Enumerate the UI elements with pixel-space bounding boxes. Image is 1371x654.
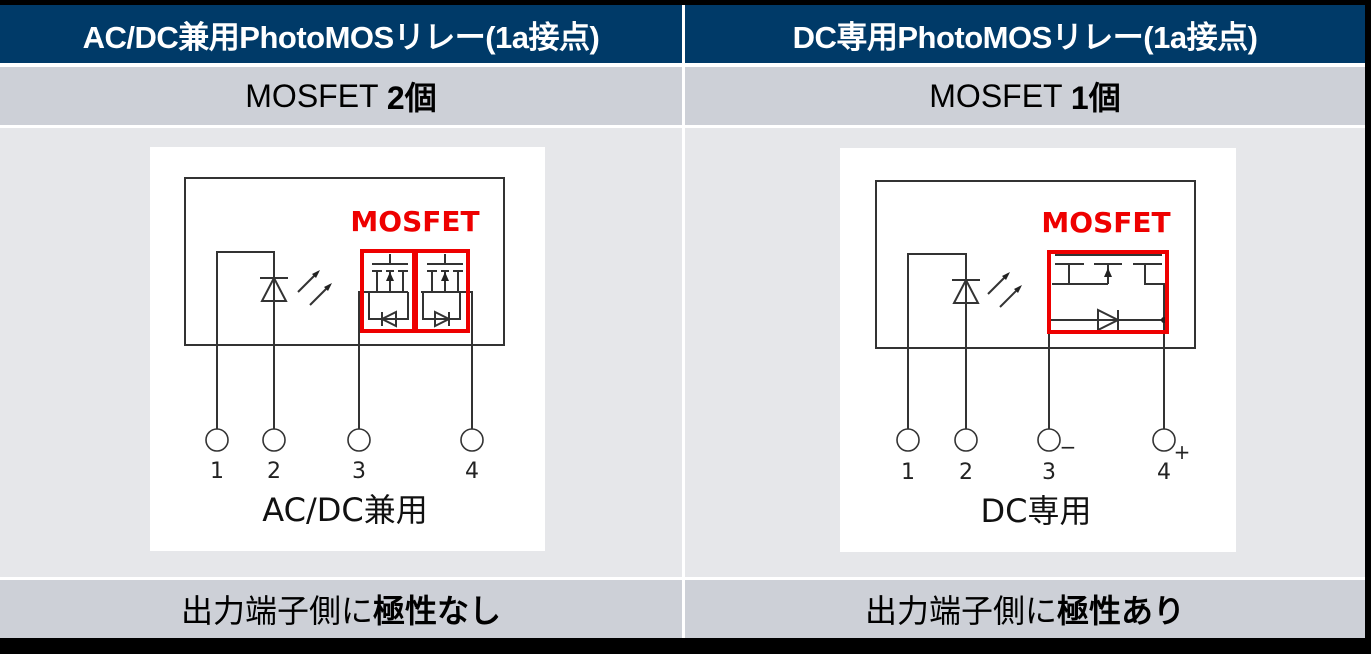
mosfet-highlight-box [1047, 250, 1169, 334]
mosfet-count-value: 1個 [1070, 80, 1121, 116]
pin-1-label: 1 [210, 459, 224, 484]
header-dc-label: DC専用PhotoMOSリレー(1a接点) [792, 19, 1258, 55]
polarity-acdc: 出力端子側に極性なし [0, 580, 682, 638]
pin-3-label: 3 [1042, 460, 1056, 485]
mosfet-count-acdc: MOSFET 2個 [0, 67, 682, 125]
body-diode-icon [379, 310, 397, 328]
led-diode-icon [260, 275, 288, 302]
pin-1-label: 1 [901, 460, 915, 485]
package-outline [875, 180, 1196, 349]
pin-4-label: 4 [1157, 460, 1171, 485]
circuit-diagram-acdc: MOSFET 1 2 3 4 AC/DC兼用 [150, 147, 545, 551]
body-diode-icon [434, 310, 452, 328]
pin-4-label: 4 [465, 459, 479, 484]
mosfet-highlight-box [360, 249, 470, 333]
pin-3-polarity: − [1060, 435, 1077, 459]
polarity-prefix: 出力端子側に [864, 593, 1057, 629]
body-diode-icon [1097, 308, 1121, 332]
diagram-caption: DC専用 [981, 492, 1092, 530]
pin-4-polarity: + [1174, 440, 1191, 464]
circuit-diagram-dc: MOSFET 1 2 3 4 − + DC専用 [840, 148, 1236, 552]
polarity-dc: 出力端子側に極性あり [685, 580, 1365, 638]
header-acdc-label: AC/DC兼用PhotoMOSリレー(1a接点) [82, 19, 600, 55]
mosfet-label: MOSFET [350, 205, 479, 238]
diagram-caption: AC/DC兼用 [262, 491, 427, 529]
mosfet-count-value: 2個 [386, 80, 437, 116]
polarity-value: 極性なし [373, 593, 502, 629]
package-outline [184, 177, 505, 346]
header-acdc: AC/DC兼用PhotoMOSリレー(1a接点) [0, 5, 682, 63]
pin-2-label: 2 [959, 460, 973, 485]
mosfet-label: MOSFET [1041, 206, 1170, 239]
header-dc: DC専用PhotoMOSリレー(1a接点) [685, 5, 1365, 63]
polarity-prefix: 出力端子側に [180, 593, 373, 629]
pin-3-label: 3 [352, 459, 366, 484]
led-diode-icon [952, 277, 980, 304]
mosfet-prefix: MOSFET [929, 77, 1071, 114]
polarity-value: 極性あり [1057, 593, 1186, 629]
mosfet-count-dc: MOSFET 1個 [685, 67, 1365, 125]
comparison-table: AC/DC兼用PhotoMOSリレー(1a接点) DC専用PhotoMOSリレー… [0, 5, 1365, 638]
pin-2-label: 2 [267, 459, 281, 484]
mosfet-prefix: MOSFET [245, 77, 387, 114]
